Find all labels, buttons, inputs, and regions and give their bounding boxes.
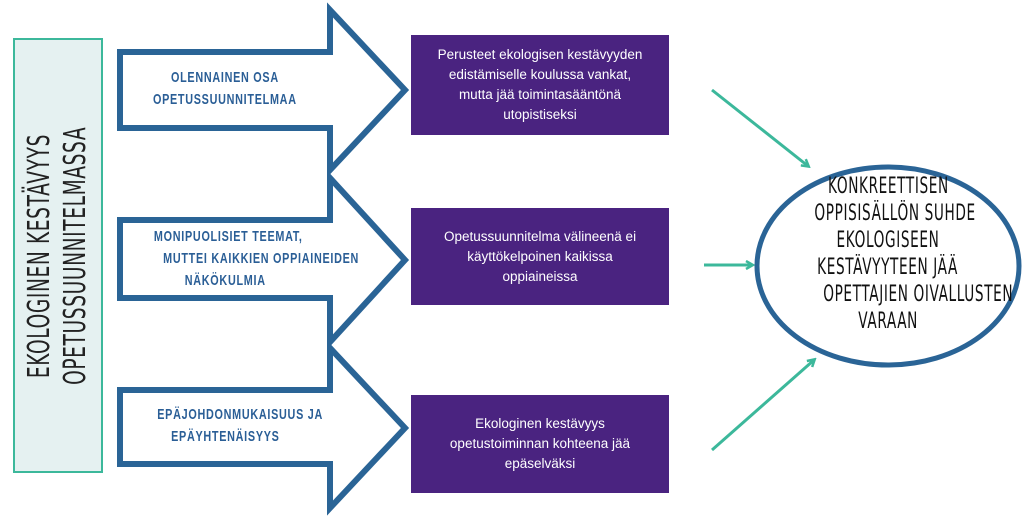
- arrow-label-line: MONIPUOLISIET TEEMAT,: [153, 228, 303, 245]
- connector-arrow-3: [711, 360, 814, 452]
- result-line: VARAAN: [858, 309, 918, 334]
- arrow-label-line: NÄKÖKULMIA: [184, 272, 266, 289]
- result-line: OPETTAJIEN OIVALLUSTEN: [823, 282, 1014, 307]
- finding-text: Perusteet ekologisen kestävyyden edistäm…: [437, 47, 643, 122]
- finding-box-3: Ekologinen kestävyys opetustoiminnan koh…: [411, 395, 669, 493]
- finding-text: Ekologinen kestävyys opetustoiminnan koh…: [449, 416, 631, 471]
- arrow-label-line: MUTTEI KAIKKIEN OPPIAINEIDEN: [163, 250, 360, 267]
- arrow-label-line: EPÄYHTENÄISYYS: [170, 428, 280, 445]
- result-ellipse: [754, 164, 1022, 368]
- arrow-label-line: OPETUSSUUNNITELMAA: [153, 91, 297, 108]
- arrow-label-1: OLENNAINEN OSA OPETUSSUUNNITELMAA: [125, 67, 325, 111]
- finding-text: Opetussuunnitelma välineenä ei käyttökel…: [443, 228, 637, 284]
- finding-box-1: Perusteet ekologisen kestävyyden edistäm…: [411, 35, 669, 135]
- side-label-box: [13, 38, 103, 473]
- result-line: KONKREETTISEN: [827, 174, 949, 199]
- arrow-label-3: EPÄJOHDONMUKAISUUS JA EPÄYHTENÄISYYS: [125, 404, 325, 448]
- result-text: KONKREETTISEN OPPISISÄLLÖN SUHDE EKOLOGI…: [765, 173, 1014, 335]
- block-arrow-1: [117, 2, 410, 178]
- result-line: EKOLOGISEEN: [836, 228, 940, 253]
- block-arrow-2: [117, 170, 410, 350]
- connector-arrow-1: [711, 88, 808, 166]
- arrow-label-line: OLENNAINEN OSA: [171, 69, 279, 86]
- arrow-label-2: MONIPUOLISIET TEEMAT, MUTTEI KAIKKIEN OP…: [125, 226, 358, 292]
- result-line: KESTÄVYYTEEN JÄÄ: [817, 255, 959, 280]
- block-arrow-3: [117, 340, 410, 516]
- finding-box-2: Opetussuunnitelma välineenä ei käyttökel…: [411, 208, 669, 305]
- arrow-label-line: EPÄJOHDONMUKAISUUS JA: [157, 406, 323, 423]
- result-line: OPPISISÄLLÖN SUHDE: [814, 201, 976, 226]
